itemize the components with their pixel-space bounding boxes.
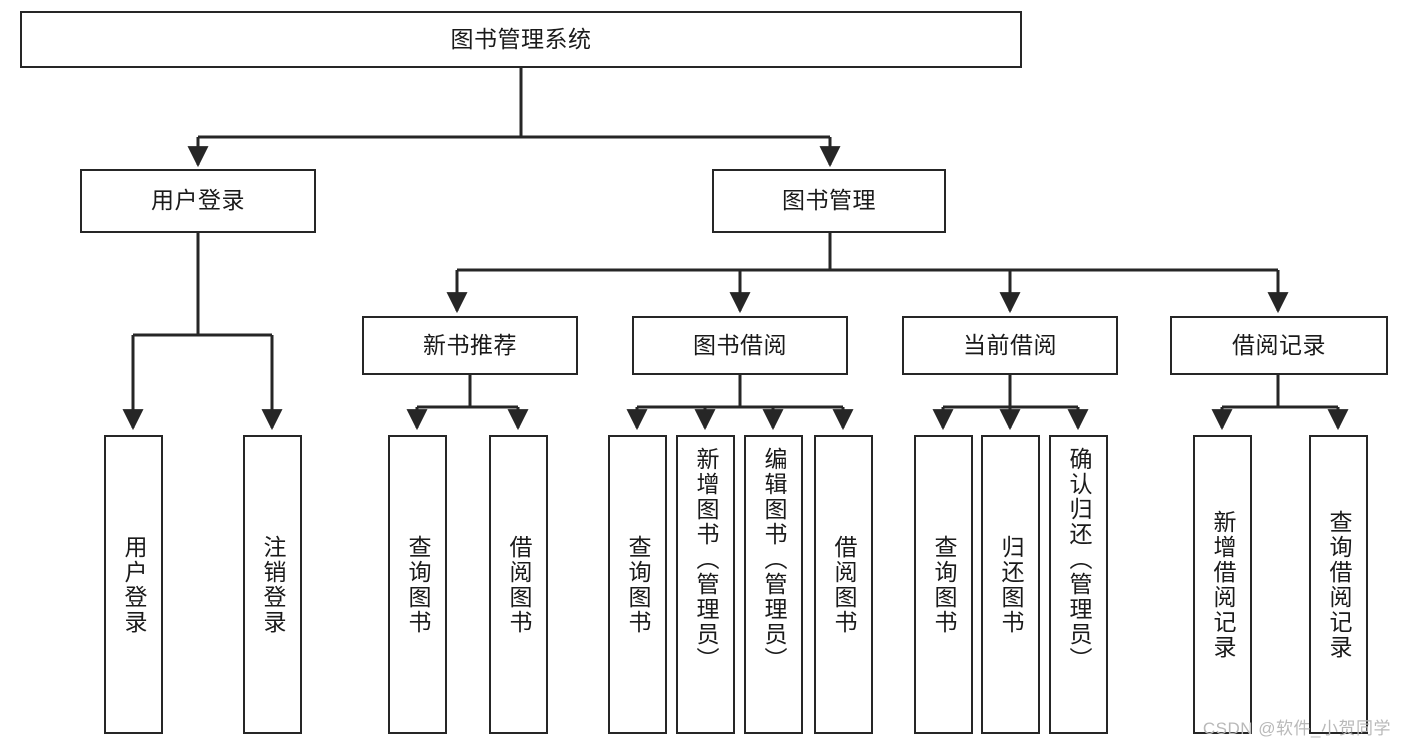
node-label: 确认归还（管理员） [1066,447,1092,672]
leaf-new-book-borrow[interactable]: 借阅图书 [489,435,548,734]
node-label: 查询图书 [931,534,957,635]
leaf-confirm-return-admin[interactable]: 确认归还（管理员） [1049,435,1108,734]
node-label: 归还图书 [998,534,1024,635]
leaf-new-book-query[interactable]: 查询图书 [388,435,447,734]
watermark: CSDN @软件_小贺同学 [1202,719,1391,738]
node-label: 编辑图书（管理员） [761,447,787,672]
node-label: 查询图书 [625,534,651,635]
node-current-borrow[interactable]: 当前借阅 [902,316,1118,375]
node-label: 注销登录 [260,534,286,635]
leaf-add-borrow-record[interactable]: 新增借阅记录 [1193,435,1252,734]
node-label: 查询借阅记录 [1326,509,1352,660]
node-borrow-record[interactable]: 借阅记录 [1170,316,1388,375]
node-label: 图书管理 [782,187,876,214]
leaf-add-book-admin[interactable]: 新增图书（管理员） [676,435,735,734]
leaf-query-borrow-record[interactable]: 查询借阅记录 [1309,435,1368,734]
leaf-edit-book-admin[interactable]: 编辑图书（管理员） [744,435,803,734]
leaf-user-login[interactable]: 用户登录 [104,435,163,734]
leaf-current-query-book[interactable]: 查询图书 [914,435,973,734]
node-label: 图书借阅 [693,331,787,358]
leaf-borrow-book[interactable]: 借阅图书 [814,435,873,734]
node-label: 新书推荐 [423,331,517,358]
leaf-logout[interactable]: 注销登录 [243,435,302,734]
leaf-return-book[interactable]: 归还图书 [981,435,1040,734]
node-label: 查询图书 [405,534,431,635]
node-label: 用户登录 [121,534,147,635]
node-root-system[interactable]: 图书管理系统 [20,11,1022,68]
node-user-login[interactable]: 用户登录 [80,169,316,233]
node-label: 图书管理系统 [450,25,592,52]
node-label: 新增借阅记录 [1210,509,1236,660]
node-label: 用户登录 [151,187,245,214]
node-book-borrow[interactable]: 图书借阅 [632,316,848,375]
node-book-management[interactable]: 图书管理 [712,169,946,233]
node-label: 借阅图书 [831,534,857,635]
node-label: 借阅记录 [1232,331,1326,358]
leaf-borrow-query-book[interactable]: 查询图书 [608,435,667,734]
node-label: 借阅图书 [506,534,532,635]
node-new-book-recommend[interactable]: 新书推荐 [362,316,578,375]
node-label: 当前借阅 [963,331,1057,358]
node-label: 新增图书（管理员） [693,447,719,672]
